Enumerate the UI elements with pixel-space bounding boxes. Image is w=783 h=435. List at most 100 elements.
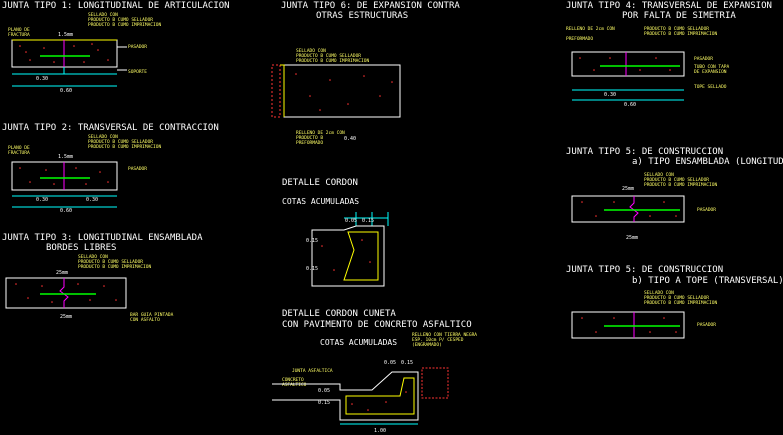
dim-t5a-top: 25mm [622, 186, 634, 192]
note-sellado-9: PRODUCTO B CUMO IMPRIMACION [78, 264, 151, 270]
concrete-hatch [581, 201, 677, 217]
wall-structure [271, 64, 281, 118]
dim-right-2: 0.30 [86, 197, 98, 203]
title-tipo-5b-line1: JUNTA TIPO 5: DE CONSTRUCCION [566, 265, 723, 275]
note-sellado-14: PRODUCTO B CUMO IMPRIMACION [644, 31, 717, 37]
concrete-hatch [19, 43, 109, 63]
title-tipo-3-line1: JUNTA TIPO 3: LONGITUDINAL ENSAMBLADA [2, 233, 203, 243]
title-cuneta-line1: DETALLE CORDON CUNETA [282, 309, 396, 319]
concrete-hatch [321, 239, 371, 271]
dim-25mm-bottom: 25mm [60, 314, 72, 320]
dim-joint-width-1: 1.5mm [58, 32, 73, 38]
title-tipo-5b-line2: b) TIPO A TOPE (TRANSVERSAL) [632, 276, 783, 286]
dim-cuneta-1: 0.05 [384, 360, 396, 366]
title-tipo-6-line1: JUNTA TIPO 6: DE EXPANSION CONTRA [281, 1, 460, 11]
label-bar-guia: BAR GUIA PINTADA [130, 312, 174, 318]
note-plano-fractura-3: PLANO DE [8, 145, 30, 151]
note-sellado-2: PRODUCTO B CUMO SELLADOR [88, 17, 153, 23]
note-relleno-2: PRODUCTO B [296, 135, 323, 141]
dimension-lines [12, 195, 117, 208]
keyed-joint [629, 196, 639, 222]
dim-cuneta-2: 0.15 [401, 360, 413, 366]
note-sellado-6: PRODUCTO B CUMO IMPRIMACION [88, 144, 161, 150]
cotas-acumuladas-1: COTAS ACUMULADAS [282, 197, 359, 206]
title-tipo-5a-line2: a) TIPO ENSAMBLADA (LONGITUDINAL) [632, 157, 783, 167]
detail-junta-tipo-5b: JUNTA TIPO 5: DE CONSTRUCCION b) TIPO A … [566, 265, 783, 339]
detail-junta-tipo-1: JUNTA TIPO 1: LONGITUDINAL DE ARTICULACI… [2, 1, 230, 94]
note-sellado-20: PRODUCTO B CUMO IMPRIMACION [644, 300, 717, 306]
dim-total-1: 0.60 [60, 88, 72, 94]
dim-cuneta-total: 1.00 [374, 428, 386, 434]
dim-left-1: 0.30 [36, 76, 48, 82]
note-relleno-1: RELLENO DE 2cm CON [296, 130, 345, 136]
detail-junta-tipo-2: JUNTA TIPO 2: TRANSVERSAL DE CONTRACCION… [2, 123, 219, 214]
dim-t5a-bottom: 25mm [626, 235, 638, 241]
label-pasador-1: PASADOR [128, 44, 147, 50]
title-tipo-4-line2: POR FALTA DE SIMETRIA [622, 11, 736, 21]
label-expansion: DE EXPANSION [694, 69, 727, 75]
concrete-hatch [579, 57, 671, 71]
note-sellado-1: SELLADO CON [88, 12, 118, 18]
title-tipo-1: JUNTA TIPO 1: LONGITUDINAL DE ARTICULACI… [2, 1, 230, 11]
curb-section [311, 225, 385, 287]
note-preformado: PREFORMADO [566, 36, 593, 42]
filler-strip [280, 64, 285, 117]
concrete-hatch [295, 73, 393, 111]
dim-cordon-2: 0.15 [362, 218, 374, 224]
note-sellado-18: SELLADO CON [644, 290, 674, 296]
title-tipo-6-line2: OTRAS ESTRUCTURAS [316, 11, 408, 21]
dim-total-2: 0.60 [60, 208, 72, 214]
note-sellado-8: PRODUCTO B CUMO SELLADOR [78, 259, 143, 265]
concrete-slab [571, 195, 685, 223]
label-tubo-tapa: TUBO CON TAPA [694, 64, 730, 70]
dimension-lines [572, 89, 684, 101]
label-pasador-5a: PASADOR [697, 207, 716, 213]
dim-0-40: 0.40 [344, 136, 356, 142]
note-sellado-15: SELLADO CON [644, 172, 674, 178]
note-relleno-3: PREFORMADO [296, 140, 323, 146]
note-sellado-5: PRODUCTO B CUMO SELLADOR [88, 139, 153, 145]
title-tipo-2: JUNTA TIPO 2: TRANSVERSAL DE CONTRACCION [2, 123, 219, 133]
detail-junta-tipo-4: JUNTA TIPO 4: TRANSVERSAL DE EXPANSION P… [566, 1, 772, 108]
title-cuneta-line2: CON PAVIMENTO DE CONCRETO ASFALTICO [282, 320, 472, 330]
dim-joint-width-2: 1.5mm [58, 154, 73, 160]
leader-lines [117, 46, 127, 71]
label-pasador-2: PASADOR [128, 166, 147, 172]
note-plano-fractura-2: FRACTURA [8, 32, 30, 38]
note-sellado-12: PRODUCTO B CUMO IMPRIMACION [296, 58, 369, 64]
note-concreto: CONCRETO [282, 377, 304, 383]
title-tipo-3-line2: BORDES LIBRES [46, 243, 116, 253]
label-soporte-1: SOPORTE [128, 69, 147, 75]
detail-junta-tipo-5a: JUNTA TIPO 5: DE CONSTRUCCION a) TIPO EN… [566, 147, 783, 241]
keyed-joint [59, 278, 69, 308]
concrete-slab [283, 64, 401, 118]
dim-t4-total: 0.60 [624, 102, 636, 108]
label-con-asfalto: CON ASFALTO [130, 317, 160, 323]
concrete-slab [571, 311, 685, 339]
concrete-hatch [19, 167, 109, 185]
note-relleno-4: RELLENO DE 2cm CON [566, 26, 615, 32]
note-sellado-3: PRODUCTO B CUMO IMPRIMACION [88, 22, 161, 28]
title-cordon: DETALLE CORDON [282, 178, 358, 188]
detail-junta-tipo-6: JUNTA TIPO 6: DE EXPANSION CONTRA OTRAS … [271, 1, 460, 146]
dim-t4-left: 0.30 [604, 92, 616, 98]
note-sellado-13: PRODUCTO B CUMO SELLADOR [644, 26, 709, 32]
note-relleno-tierra-3: (ENGRAMADO) [412, 342, 442, 348]
note-sellado-11: PRODUCTO B CUMO SELLADOR [296, 53, 361, 59]
dimension-lines [344, 212, 389, 226]
note-junta-asfaltica: JUNTA ASFALTICA [292, 368, 333, 374]
concrete-hatch [581, 317, 677, 333]
note-sellado-16: PRODUCTO B CUMO SELLADOR [644, 177, 709, 183]
note-sellado-19: PRODUCTO B CUMO SELLADOR [644, 295, 709, 301]
note-relleno-tierra-1: RELLENO CON TIERRA NEGRA [412, 332, 477, 338]
gutter-reinforcement [345, 377, 415, 415]
note-asfaltico: ASFALTICO [282, 382, 307, 388]
note-sellado-10: SELLADO CON [296, 48, 326, 54]
gutter-section [272, 371, 419, 421]
note-sellado-4: SELLADO CON [88, 134, 118, 140]
soil-fill [421, 367, 449, 399]
note-relleno-tierra-2: ESP. 10cm P/ CESPED [412, 337, 464, 343]
detail-junta-tipo-3: JUNTA TIPO 3: LONGITUDINAL ENSAMBLADA BO… [2, 233, 203, 323]
note-plano-fractura-1: PLANO DE [8, 27, 30, 33]
